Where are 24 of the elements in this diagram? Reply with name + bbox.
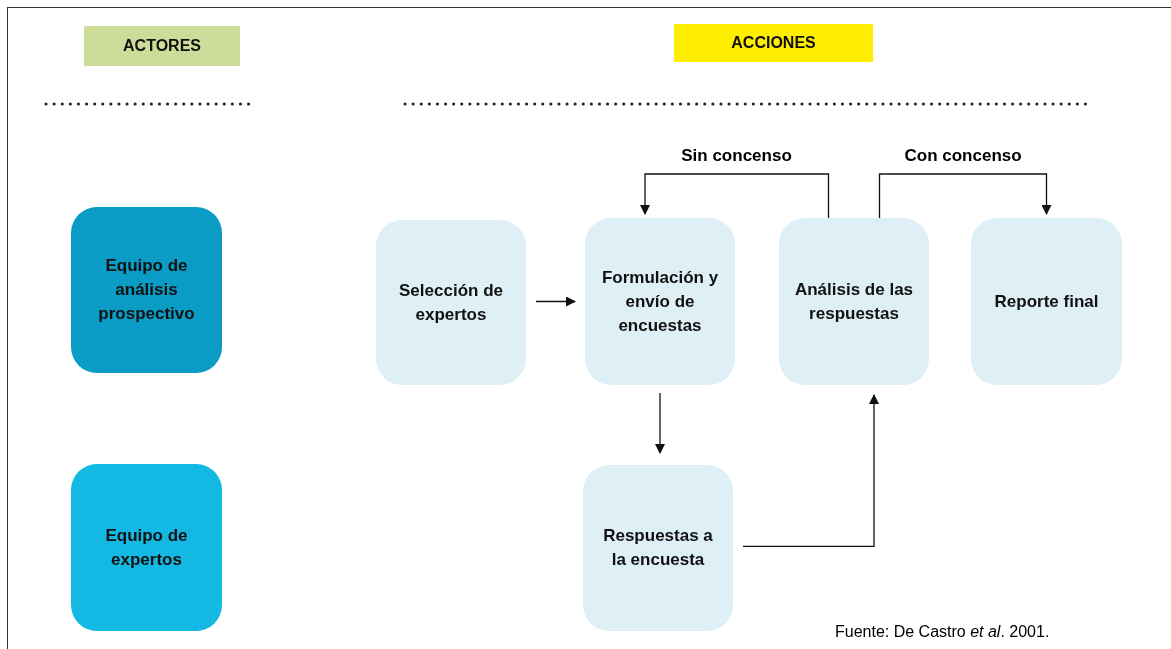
node-text: Reporte final: [994, 290, 1099, 313]
arrow: [742, 394, 879, 547]
process-box: [779, 218, 929, 385]
process-box: [583, 465, 733, 631]
header-box: [84, 26, 240, 66]
actor-box: [71, 464, 222, 631]
arrow: [640, 173, 830, 219]
process-box: [971, 218, 1122, 385]
header-box: [674, 24, 873, 62]
node-text: Análisis de las respuestas: [793, 278, 915, 325]
actor-box: [71, 207, 222, 373]
process-box: [376, 220, 526, 385]
process-box: [585, 218, 735, 385]
arrow: [535, 296, 576, 307]
node-text: Equipo de expertos: [104, 524, 189, 571]
source-note: Fuente: De Castro et al. 2001.: [835, 623, 1050, 641]
arrow: [878, 173, 1052, 219]
node-text: Formulación y envío de encuestas: [600, 266, 720, 337]
header-text: ACCIONES: [731, 33, 816, 53]
node-text: Respuestas a la encuesta: [602, 525, 714, 571]
node-text: Equipo de análisis prospectivo: [97, 255, 196, 325]
header-text: ACTORES: [123, 36, 201, 56]
node-text: Selección de expertos: [398, 279, 504, 326]
arrow: [655, 392, 665, 454]
